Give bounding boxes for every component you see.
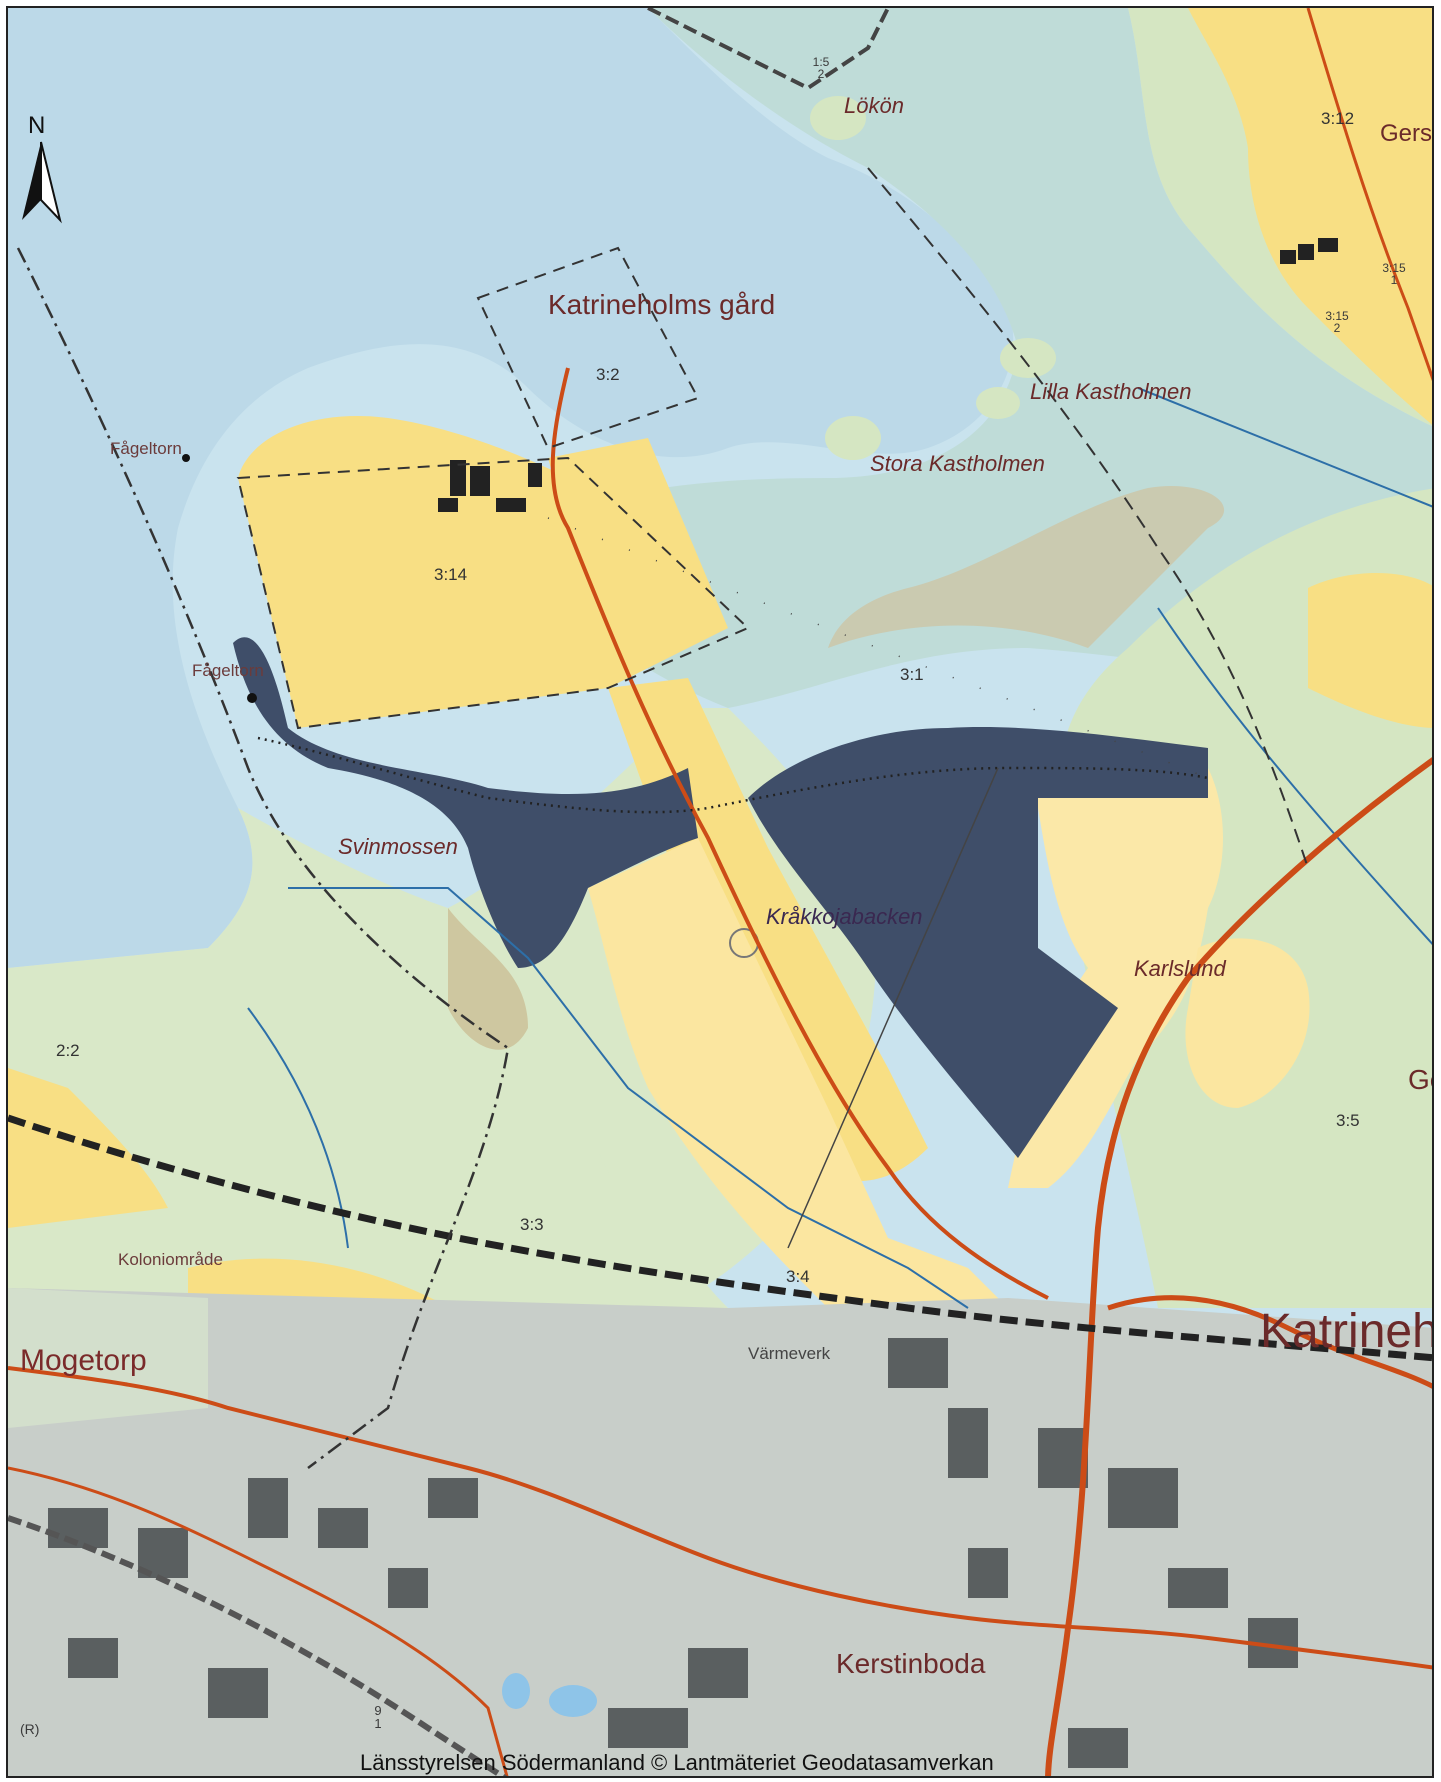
pond	[502, 1673, 530, 1709]
label-katrineh: Katrineh	[1260, 1305, 1434, 1358]
parcel-3-3: 3:3	[520, 1215, 544, 1234]
road-local	[8, 1366, 1432, 1670]
nature-reserve-east	[748, 727, 1208, 1158]
island-stora-kastholmen	[825, 416, 881, 460]
stream-2	[1137, 387, 1432, 508]
parcel-3-1: 3:1	[900, 665, 924, 684]
parcel-3-2: 3:2	[596, 365, 620, 384]
field-north-strip	[548, 438, 728, 688]
stream	[288, 887, 969, 1309]
road-northeast	[1306, 8, 1432, 382]
boundary-parcel	[236, 456, 750, 730]
north-label: N	[28, 112, 46, 139]
lake-open-water	[8, 8, 1014, 968]
parcel-3-4: 3:4	[786, 1267, 810, 1286]
stream-3	[1157, 607, 1432, 946]
parcel-r-mark: (R)	[20, 1721, 40, 1737]
parcel-3-15-1: 3:15 1	[1382, 261, 1406, 287]
label-stora-kastholmen: Stora Kastholmen	[870, 451, 1045, 476]
parcel-3-14: 3:14	[434, 565, 468, 584]
label-mogetorp: Mogetorp	[20, 1344, 147, 1377]
field-east-1	[1308, 573, 1432, 728]
stream-4	[247, 1007, 349, 1249]
island-lilla-kastholmen-2	[976, 387, 1020, 419]
label-kerstinboda: Kerstinboda	[836, 1648, 986, 1679]
railway-2	[8, 1515, 508, 1776]
field-southwest	[8, 1068, 168, 1228]
field-east-2	[1185, 938, 1310, 1108]
marsh-patch	[828, 486, 1225, 648]
label-karlslund: Karlslund	[1134, 956, 1226, 981]
road-main-north	[550, 367, 1049, 1300]
parcel-3-5: 3:5	[1336, 1111, 1360, 1130]
parcel-9-1: 9 1	[374, 1703, 382, 1731]
parcel-1-5-2: 1:5 2	[812, 55, 830, 81]
urban-area	[8, 1288, 1432, 1776]
parcel-2-2: 2:2	[56, 1041, 80, 1060]
label-katrineholms-gard: Katrineholms gård	[548, 289, 776, 320]
island-lilla-kastholmen	[1000, 338, 1056, 378]
boundary-box-gard	[476, 246, 700, 450]
field-central-light	[588, 838, 1008, 1308]
wetland	[528, 8, 1432, 708]
copyright-credit: Länsstyrelsen Södermanland © Lantmäterie…	[360, 1750, 994, 1775]
road-highway	[1045, 757, 1432, 1776]
label-fageltorn-2: Fågeltorn	[192, 661, 264, 680]
parcel-3-12: 3:12	[1321, 109, 1355, 128]
road-east	[1107, 1295, 1432, 1389]
boundary-line-2	[867, 167, 1309, 869]
label-fageltorn-1: Fågeltorn	[110, 439, 182, 458]
label-lilla-kastholmen: Lilla Kastholmen	[1030, 379, 1192, 404]
urban-forest	[8, 1288, 208, 1428]
north-arrow-icon	[22, 141, 62, 224]
field-3-14	[238, 416, 615, 728]
marsh-patch-2	[448, 908, 528, 1050]
label-koloniomrade: Koloniområde	[118, 1250, 223, 1269]
nature-reserve-west	[233, 637, 698, 968]
bird-tower-marker-2	[247, 693, 257, 703]
powerline-2	[787, 767, 999, 1249]
bird-tower-marker-1	[182, 454, 190, 462]
railway	[8, 1114, 1432, 1362]
label-varmeverk: Värmeverk	[748, 1344, 831, 1363]
map-frame[interactable]: N Katrineholms gård Mogetorp Kerstinboda…	[6, 6, 1434, 1778]
label-krakkojabacken: Kråkkojabacken	[766, 904, 923, 929]
urban-buildings	[48, 1338, 1298, 1768]
label-ge: Ge	[1408, 1064, 1432, 1095]
label-svinmossen: Svinmossen	[338, 834, 458, 859]
field-northeast	[1188, 8, 1432, 425]
label-lokon: Lökön	[844, 93, 904, 118]
farm-buildings	[438, 238, 1338, 512]
map-canvas[interactable]	[8, 8, 1434, 1778]
pond-2	[549, 1685, 597, 1717]
top-boundary	[647, 8, 890, 91]
parcel-3-15-2: 3:15 2	[1325, 309, 1349, 335]
label-gers: Gers	[1380, 120, 1433, 147]
boundary-line	[16, 247, 510, 1469]
road-local-2	[8, 1466, 509, 1776]
forest-southwest	[8, 808, 728, 1308]
island-lokon	[810, 96, 866, 140]
